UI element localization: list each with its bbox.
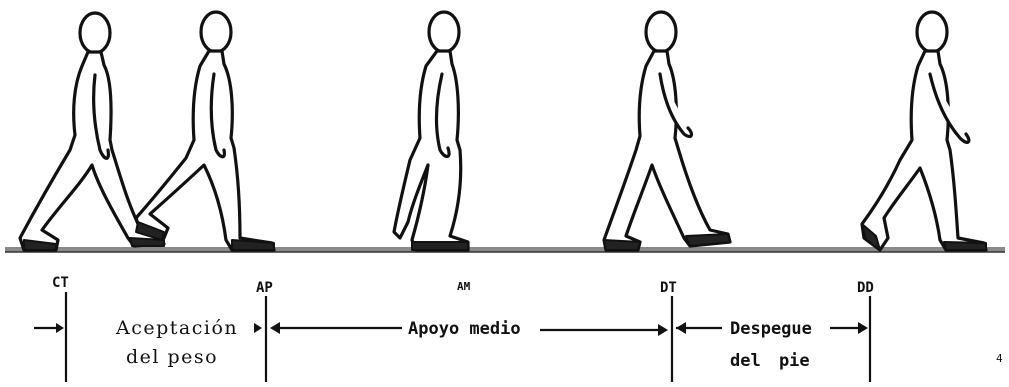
event-code-dd: DD xyxy=(857,280,874,296)
phase-label-midstance: Apoyo medio xyxy=(408,319,521,339)
walking-figure-toe-off xyxy=(862,12,986,250)
phase-label-acceptance-2: del peso xyxy=(126,346,218,368)
arrow-into-contact xyxy=(34,323,64,333)
event-code-am: AM xyxy=(457,280,471,293)
arrow-acceptance-end xyxy=(254,323,262,333)
walking-figure-midstance xyxy=(394,12,468,250)
phase-label-pushoff-2: del pie xyxy=(730,351,810,371)
event-code-dt: DT xyxy=(660,280,677,296)
phase-label-acceptance: Aceptación xyxy=(115,317,238,339)
phase-label-pushoff: Despegue xyxy=(730,319,812,339)
walking-figure-weight-acceptance xyxy=(136,12,274,250)
page-number: 4 xyxy=(996,352,1003,365)
event-code-ct: CT xyxy=(52,275,69,291)
walking-figure-heel-off xyxy=(604,12,730,250)
event-code-ap: AP xyxy=(256,280,273,296)
